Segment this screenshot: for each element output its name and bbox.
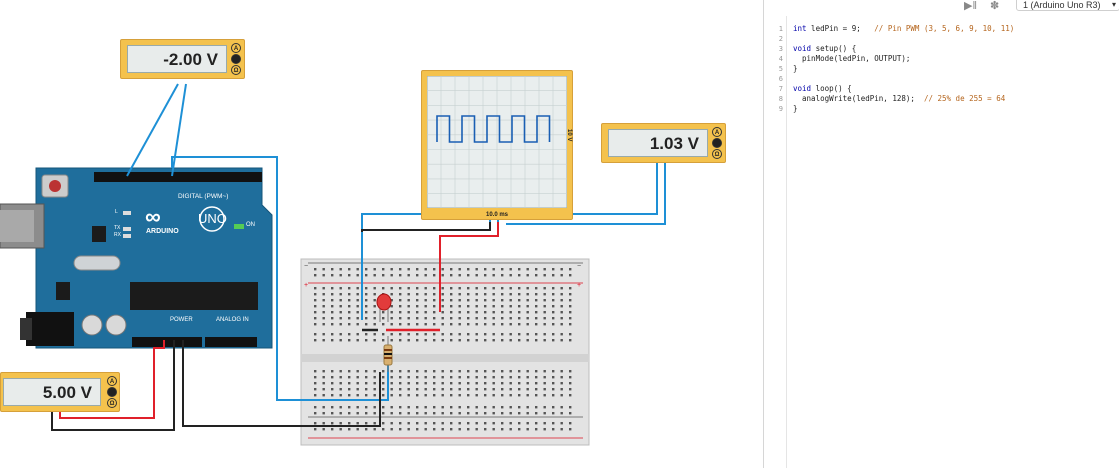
code-text: pinMode(ledPin, OUTPUT);	[793, 54, 911, 63]
jack-v-icon[interactable]	[107, 387, 117, 397]
code-comment: // 25% de 255 = 64	[923, 94, 1006, 103]
code-keyword: void	[793, 44, 812, 53]
line-number: 7	[778, 85, 783, 93]
code-line: }	[793, 104, 798, 114]
board-selector-dropdown[interactable]: 1 (Arduino Uno R3) ▾	[1016, 0, 1119, 11]
code-line: analogWrite(ledPin, 128); // 25% de 255 …	[793, 94, 1005, 104]
code-comment: // Pin PWM (3, 5, 6, 9, 10, 11)	[874, 24, 1015, 33]
line-number: 4	[778, 55, 783, 63]
circuit-canvas[interactable]: ∞ − + − +	[0, 0, 763, 468]
arduino-uno-board[interactable]: ∞	[0, 167, 273, 349]
red-led[interactable]	[376, 293, 392, 322]
code-editor[interactable]: int ledPin = 9; // Pin PWM (3, 5, 6, 9, …	[787, 16, 1119, 468]
breadboard[interactable]: − + − +	[300, 258, 590, 446]
line-number: 9	[778, 105, 783, 113]
multimeter-right[interactable]: 1.03 V A Ω	[601, 123, 726, 163]
oscilloscope-time-div: 10.0 ms	[485, 212, 509, 218]
multimeter-right-display: 1.03 V	[608, 129, 708, 157]
code-text: loop() {	[811, 84, 852, 93]
on-led-label: ON	[246, 222, 255, 228]
jack-v-icon[interactable]	[712, 138, 722, 148]
multimeter-top[interactable]: -2.00 V A Ω	[120, 39, 245, 79]
oscilloscope-screen	[427, 76, 567, 208]
jack-a-icon[interactable]: A	[712, 127, 722, 137]
code-text: ledPin = 9;	[806, 24, 875, 33]
multimeter-top-display: -2.00 V	[127, 45, 227, 73]
rx-led-label: RX	[114, 232, 121, 238]
chevron-down-icon: ▾	[1111, 0, 1116, 9]
resistor[interactable]	[383, 336, 393, 372]
code-line: }	[793, 64, 798, 74]
svg-text:+: +	[304, 282, 308, 289]
uno-model-label: UNO	[198, 211, 227, 226]
svg-text:∞: ∞	[145, 204, 161, 229]
code-keyword: int	[793, 24, 807, 33]
power-header-label: POWER	[170, 317, 193, 323]
code-keyword: void	[793, 84, 812, 93]
board-selector-label: 1 (Arduino Uno R3)	[1023, 0, 1101, 10]
code-line: void setup() {	[793, 44, 856, 54]
code-line: void loop() {	[793, 84, 852, 94]
oscilloscope[interactable]: 10 V 10.0 ms	[421, 70, 573, 220]
line-number-gutter: 1 2 3 4 5 6 7 8 9	[764, 16, 787, 468]
code-toolbar: ▶‖ ✽ 1 (Arduino Uno R3) ▾	[764, 0, 1119, 17]
oscilloscope-volt-div: 10 V	[566, 129, 572, 142]
svg-text:−: −	[304, 263, 308, 270]
circuit-drawing: ∞ − + − +	[0, 83, 666, 446]
line-number: 3	[778, 45, 783, 53]
step-play-icon[interactable]: ▶‖	[964, 0, 978, 12]
svg-text:+: +	[577, 282, 581, 289]
l-led-label: L	[115, 209, 118, 215]
tx-led-label: TX	[114, 225, 121, 231]
jack-ohm-icon[interactable]: Ω	[107, 398, 117, 408]
line-number: 1	[778, 25, 783, 33]
code-text: }	[793, 104, 798, 113]
jack-v-icon[interactable]	[231, 54, 241, 64]
multimeter-bottom-display: 5.00 V	[3, 378, 101, 406]
code-text: setup() {	[811, 44, 857, 53]
code-text: }	[793, 64, 798, 73]
code-text: analogWrite(ledPin, 128);	[793, 94, 924, 103]
svg-text:−: −	[577, 263, 581, 270]
code-editor-panel: ▶‖ ✽ 1 (Arduino Uno R3) ▾ 1 2 3 4 5 6 7 …	[763, 0, 1119, 468]
debug-icon[interactable]: ✽	[990, 0, 1000, 12]
line-number: 5	[778, 65, 783, 73]
jack-ohm-icon[interactable]: Ω	[712, 149, 722, 159]
jack-a-icon[interactable]: A	[107, 376, 117, 386]
analog-in-label: ANALOG IN	[216, 317, 249, 323]
line-number: 6	[778, 75, 783, 83]
jack-a-icon[interactable]: A	[231, 43, 241, 53]
jack-ohm-icon[interactable]: Ω	[231, 65, 241, 75]
code-line: pinMode(ledPin, OUTPUT);	[793, 54, 910, 64]
arduino-brand-label: ARDUINO	[146, 228, 179, 235]
digital-pwm-label: DIGITAL (PWM~)	[178, 193, 229, 200]
line-number: 2	[778, 35, 783, 43]
line-number: 8	[778, 95, 783, 103]
multimeter-bottom[interactable]: 5.00 V A Ω	[0, 372, 120, 412]
code-line: int ledPin = 9; // Pin PWM (3, 5, 6, 9, …	[793, 24, 1014, 34]
